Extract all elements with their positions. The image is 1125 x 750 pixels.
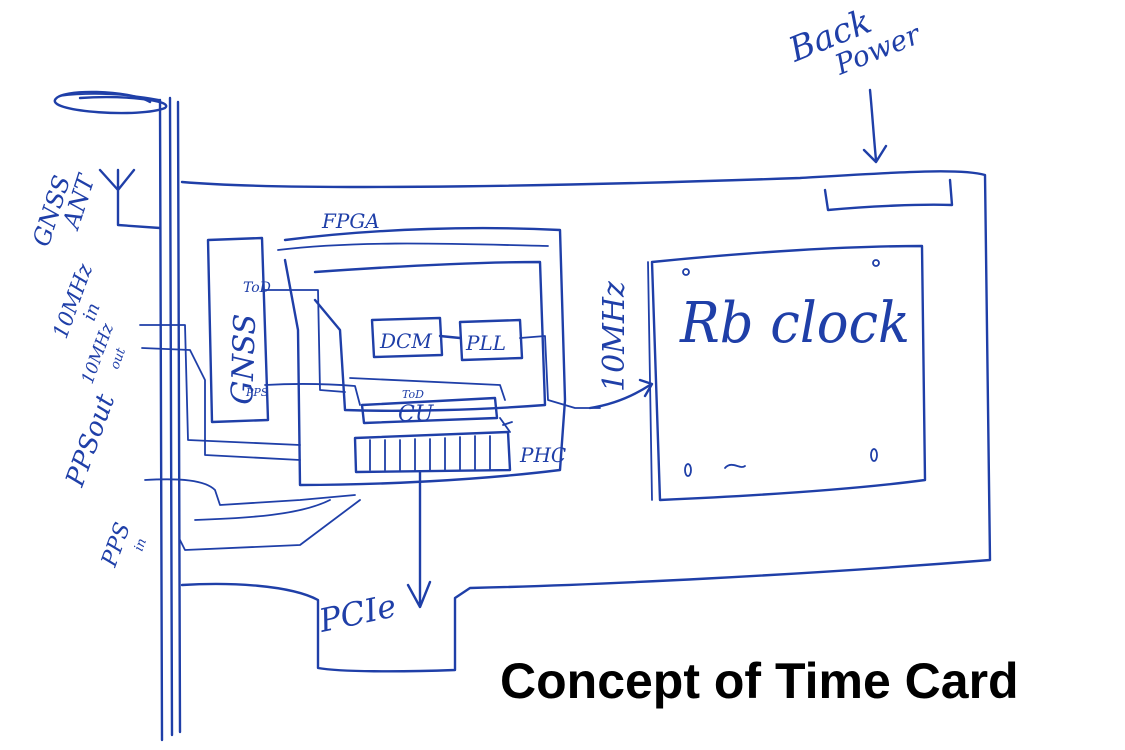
fpga-box-outer xyxy=(283,226,567,487)
label-phc: PHC xyxy=(519,443,566,467)
card-outline xyxy=(180,170,992,673)
label-rb-clock: Rb clock xyxy=(679,291,910,356)
label-pll: PLL xyxy=(465,331,506,355)
label-dcm: DCM xyxy=(379,329,432,353)
gnss-antenna xyxy=(98,168,162,230)
gnss-module xyxy=(206,236,270,424)
label-gnss-pps: PPS xyxy=(245,386,269,399)
phc-register xyxy=(353,430,512,474)
backup-power-connector xyxy=(823,178,954,212)
label-cu-tod: ToD xyxy=(402,388,424,401)
label-fpga: FPGA xyxy=(321,209,380,233)
label-10mhz-link: 10MHz xyxy=(597,281,632,392)
label-gnss-tod: ToD xyxy=(243,280,271,296)
label-pps-in-2: in xyxy=(132,536,150,553)
label-pcie: PCIe xyxy=(315,587,400,641)
label-pps-in-1: PPS xyxy=(97,520,136,571)
cu-box xyxy=(360,396,499,425)
phc-register-cells xyxy=(369,435,491,471)
dcm-box xyxy=(370,316,444,359)
pll-box xyxy=(458,318,524,362)
bracket xyxy=(53,90,182,742)
connection-wires xyxy=(139,289,361,551)
label-cu: CU xyxy=(398,402,435,427)
label-10mhz-out-2: out xyxy=(108,345,130,371)
label-gnss: GNSS xyxy=(225,313,263,405)
page-title: Concept of Time Card xyxy=(500,653,1019,709)
label-10mhz-in-1: 10MHz xyxy=(48,260,97,342)
rb-clock-box xyxy=(650,244,927,502)
backup-power-arrow xyxy=(862,88,888,164)
fpga-box-inner xyxy=(313,260,547,412)
label-10mhz-in-2: in xyxy=(79,300,105,323)
mhz-link-arrow xyxy=(588,378,654,410)
pcie-arrow xyxy=(406,470,432,609)
label-pps-out: PPSout xyxy=(60,390,121,492)
